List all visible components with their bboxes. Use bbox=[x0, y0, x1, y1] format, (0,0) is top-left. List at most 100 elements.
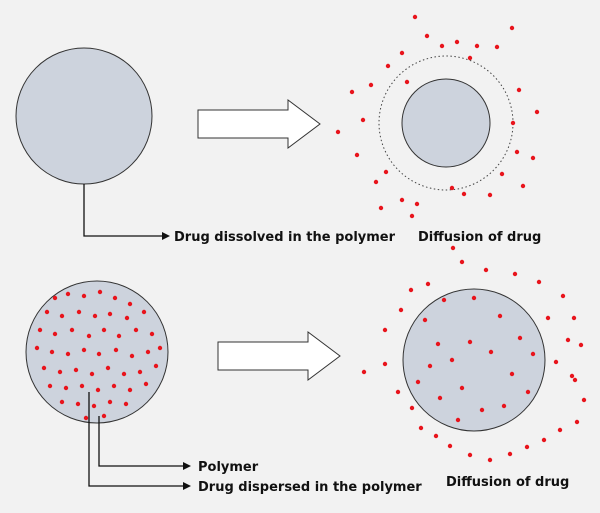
drug-dot bbox=[467, 55, 473, 61]
dispersed-label: Drug dispersed in the polymer bbox=[198, 480, 422, 495]
drug-dot bbox=[153, 363, 159, 369]
drug-dot bbox=[92, 313, 98, 319]
drug-dot bbox=[113, 347, 119, 353]
drug-dot bbox=[105, 365, 111, 371]
drug-dot bbox=[501, 403, 507, 409]
drug-dot bbox=[69, 327, 75, 333]
drug-dot bbox=[73, 367, 79, 373]
drug-dot bbox=[424, 33, 430, 39]
drug-dot bbox=[101, 327, 107, 333]
drug-dot bbox=[107, 311, 113, 317]
drug-dot bbox=[378, 205, 384, 211]
drug-dot bbox=[116, 333, 122, 339]
drug-dot bbox=[541, 437, 547, 443]
drug-dot bbox=[101, 413, 107, 419]
drug-dot bbox=[127, 387, 133, 393]
polymer-pointer-line bbox=[98, 416, 183, 467]
drug-dot bbox=[530, 155, 536, 161]
polymer-label: Polymer bbox=[198, 460, 259, 475]
drug-dot bbox=[47, 383, 53, 389]
drug-dot bbox=[75, 401, 81, 407]
drug-dot bbox=[422, 317, 428, 323]
drug-dot bbox=[149, 331, 155, 337]
drug-dot bbox=[459, 259, 465, 265]
drug-dot bbox=[471, 295, 477, 301]
shrinking-polymer-core bbox=[401, 78, 491, 168]
drug-dot bbox=[450, 245, 456, 251]
dissolved-pointer-arrowhead bbox=[162, 232, 170, 240]
drug-dot bbox=[467, 452, 473, 458]
drug-dot bbox=[107, 399, 113, 405]
drug-dot bbox=[354, 152, 360, 158]
drug-dot bbox=[479, 407, 485, 413]
drug-dot bbox=[95, 387, 101, 393]
drug-dot bbox=[382, 327, 388, 333]
dispersed-pointer-line bbox=[88, 392, 183, 487]
drug-dot bbox=[399, 50, 405, 56]
drug-dot bbox=[59, 313, 65, 319]
drug-dot bbox=[398, 307, 404, 313]
drug-dot bbox=[534, 109, 540, 115]
drug-dot bbox=[83, 415, 89, 421]
diffused-drug-dots-top bbox=[335, 14, 540, 219]
drug-dot bbox=[569, 373, 575, 379]
drug-dot bbox=[137, 369, 143, 375]
drug-dot bbox=[574, 419, 580, 425]
drug-dot bbox=[439, 43, 445, 49]
drug-dot bbox=[494, 44, 500, 50]
dispersed-drug-dots bbox=[34, 289, 163, 421]
drug-dot bbox=[497, 313, 503, 319]
drug-dot bbox=[581, 397, 587, 403]
drug-dot bbox=[97, 289, 103, 295]
drug-dot bbox=[91, 403, 97, 409]
drug-dot bbox=[361, 369, 367, 375]
drug-dot bbox=[520, 183, 526, 189]
drug-dot bbox=[34, 345, 40, 351]
drug-dot bbox=[571, 315, 577, 321]
drug-dot bbox=[578, 342, 584, 348]
drug-dot bbox=[509, 25, 515, 31]
drug-dot bbox=[487, 457, 493, 463]
drug-dot bbox=[37, 327, 43, 333]
drug-dot bbox=[404, 79, 410, 85]
drug-dot bbox=[121, 371, 127, 377]
drug-dot bbox=[524, 444, 530, 450]
diffusion-label-top: Diffusion of drug bbox=[418, 230, 541, 245]
drug-dot bbox=[385, 63, 391, 69]
drug-dot bbox=[59, 399, 65, 405]
drug-dot bbox=[447, 443, 453, 449]
drug-dot bbox=[449, 357, 455, 363]
drug-dot bbox=[536, 279, 542, 285]
drug-dot bbox=[514, 149, 520, 155]
diffused-drug-dots-bottom bbox=[361, 245, 587, 463]
drug-dot bbox=[435, 341, 441, 347]
drug-dot bbox=[124, 315, 130, 321]
dissolved-label: Drug dissolved in the polymer bbox=[174, 230, 396, 245]
drug-dot bbox=[133, 327, 139, 333]
drug-dot bbox=[437, 395, 443, 401]
drug-dot bbox=[89, 371, 95, 377]
drug-dot bbox=[516, 87, 522, 93]
drug-dot bbox=[96, 351, 102, 357]
drug-dot bbox=[57, 369, 63, 375]
drug-dot bbox=[395, 389, 401, 395]
diffusion-label-bottom: Diffusion of drug bbox=[446, 475, 569, 490]
drug-dot bbox=[545, 315, 551, 321]
drug-dot bbox=[449, 185, 455, 191]
drug-dot bbox=[565, 337, 571, 343]
drug-dot bbox=[76, 309, 82, 315]
drug-dot bbox=[409, 405, 415, 411]
drug-dot bbox=[425, 281, 431, 287]
drug-dot bbox=[127, 301, 133, 307]
drug-dot bbox=[510, 120, 516, 126]
drug-dot bbox=[441, 297, 447, 303]
drug-dot bbox=[157, 345, 163, 351]
drug-dot bbox=[507, 451, 513, 457]
drug-dot bbox=[52, 331, 58, 337]
drug-dot bbox=[145, 349, 151, 355]
drug-dot bbox=[81, 293, 87, 299]
polymer-sphere-after-diffusion bbox=[402, 288, 546, 432]
drug-dot bbox=[433, 433, 439, 439]
